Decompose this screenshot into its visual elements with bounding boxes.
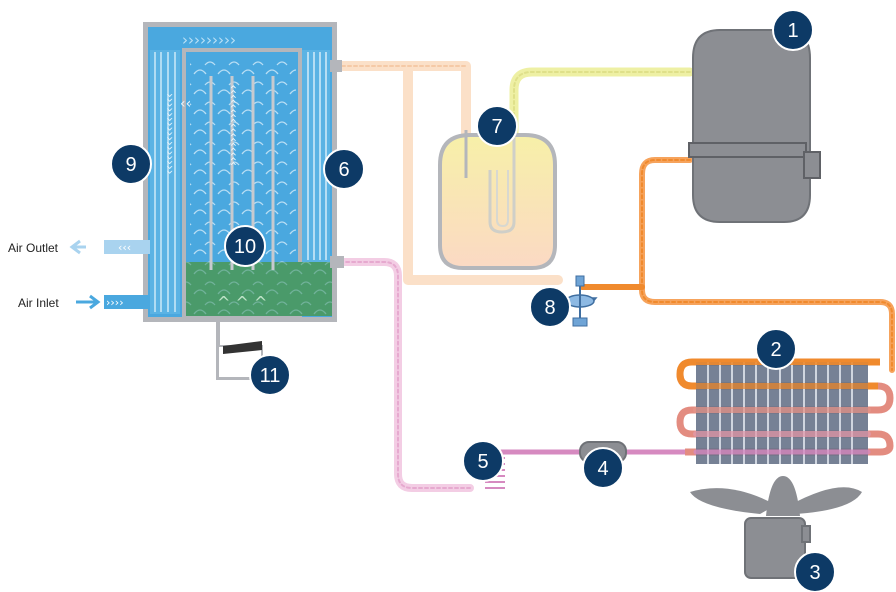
badge-9-number: 9 — [125, 154, 136, 176]
svg-text:‹‹: ‹‹ — [180, 96, 191, 112]
svg-text:›››››››››››››››››: ››››››››››››››››› — [226, 84, 240, 166]
badge-2: 2 — [755, 328, 797, 370]
badge-3: 3 — [794, 551, 836, 592]
dryer-housing: ››››››››› ››››››››››››››››› ^ ^ ^ — [143, 22, 344, 322]
badge-5: 5 — [462, 440, 504, 482]
badge-5-number: 5 — [477, 451, 488, 473]
badge-4: 4 — [582, 447, 624, 489]
badge-8-number: 8 — [544, 297, 555, 319]
air-outlet-label: Air Outlet — [8, 241, 59, 255]
badge-10-number: 10 — [234, 236, 256, 258]
badge-9: 9 — [110, 143, 152, 185]
badge-11-number: 11 — [260, 365, 281, 387]
expansion-pipe — [326, 258, 474, 492]
condensate-drain — [216, 318, 263, 380]
air-inlet-duct: ›››› — [76, 294, 150, 310]
bypass-valve — [562, 275, 598, 327]
badge-6-number: 6 — [338, 159, 349, 181]
suction-pipe — [509, 67, 695, 175]
badge-4-number: 4 — [597, 458, 608, 480]
badge-3-number: 3 — [809, 562, 820, 584]
condenser-fan — [690, 476, 862, 579]
badge-1: 1 — [772, 9, 814, 51]
discharge-pipe — [579, 157, 895, 373]
badge-8: 8 — [529, 286, 571, 328]
badge-7-number: 7 — [491, 116, 502, 138]
svg-text:^ ^ ^: ^ ^ ^ — [217, 293, 267, 312]
condenser — [676, 358, 894, 464]
svg-text:‹‹‹: ‹‹‹ — [118, 241, 131, 254]
separator-vessel — [438, 128, 557, 270]
air-inlet-label: Air Inlet — [18, 296, 59, 310]
svg-text:›››››››››: ››››››››› — [182, 31, 236, 49]
svg-text:››››: ›››› — [106, 296, 124, 309]
badge-2-number: 2 — [770, 339, 781, 361]
badge-1-number: 1 — [787, 20, 798, 42]
badge-11: 11 — [249, 354, 291, 396]
compressor-tank — [688, 29, 821, 223]
svg-text:›››››››››››››››››: ››››››››››››››››› — [163, 93, 177, 175]
badge-7: 7 — [476, 105, 518, 147]
air-outlet-duct: ‹‹‹ — [69, 239, 150, 255]
badge-10: 10 — [224, 225, 266, 267]
badge-6: 6 — [323, 148, 365, 190]
